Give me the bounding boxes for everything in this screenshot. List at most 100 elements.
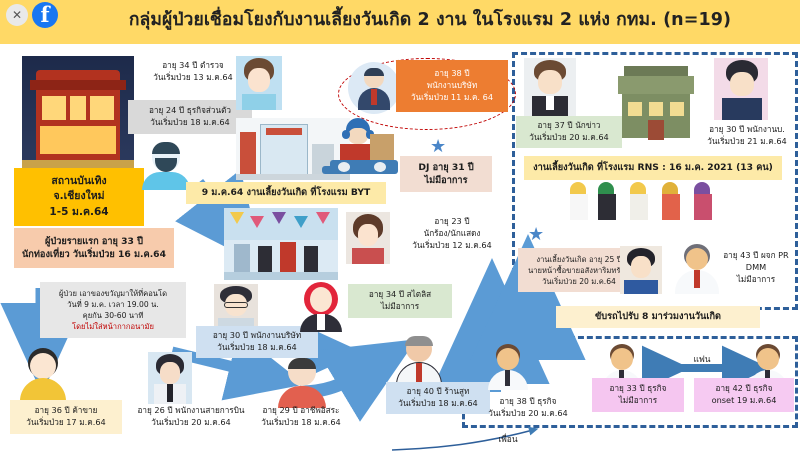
emp30-line2: วันเริ่มป่วย 18 ม.ค.64 <box>217 342 297 352</box>
avatar-emp38 <box>348 62 400 114</box>
photo-broker25 <box>620 246 662 294</box>
singer23-line1: อายุ 23 ปี <box>434 216 470 227</box>
sales36-line2: วันเริ่มป่วย 17 ม.ค.64 <box>26 417 106 427</box>
photo-boy-top <box>236 56 282 110</box>
venue-node: สถานบันเทิง จ.เชียงใหม่ 1-5 ม.ค.64 <box>14 168 144 226</box>
index-case-line2: นักท่องเที่ยว วันเริ่มป่วย 16 ม.ค.64 <box>22 249 166 260</box>
emp30-line1: อายุ 30 ปี พนักงานบริษัท <box>212 330 302 341</box>
photo-emp30 <box>214 284 258 328</box>
biz38-line1: อายุ 38 ปี ธุรกิจ <box>499 396 557 407</box>
broker25-line2: นายหน้าซื้อขายอสังหาริมทรัพย์ <box>528 265 630 275</box>
reporter37-node: อายุ 37 ปี นักข่าว วันเริ่มป่วย 20 ม.ค.6… <box>516 116 622 148</box>
dj31-line2: ไม่มีอาการ <box>424 175 468 186</box>
singer23-node: อายุ 23 ปี นักร้อง/นักแสดง วันเริ่มป่วย … <box>398 212 506 256</box>
avatar-beard-man <box>140 142 190 190</box>
condo-note-line4: โดยไม่ใส่หน้ากากอนามัย <box>71 322 155 331</box>
star-icon-dj: ★ <box>430 136 447 157</box>
partner-edge-label: แฟน <box>693 354 711 364</box>
biz42-line1: อายุ 42 ปี ธุรกิจ <box>715 383 773 394</box>
police34-line1: อายุ 34 ปี ตำรวจ <box>162 60 224 71</box>
rns-party-people-illustration <box>568 182 738 230</box>
venue-line2: จ.เชียงใหม่ <box>53 190 105 203</box>
emp30b-line2: วันเริ่มป่วย 21 ม.ค.64 <box>707 136 787 146</box>
photo-airline26 <box>148 352 192 404</box>
close-icon[interactable]: ✕ <box>6 4 28 26</box>
suit40-line1: อายุ 40 ปี ร้านสูท <box>406 386 470 397</box>
emp30-node: อายุ 30 ปี พนักงานบริษัท วันเริ่มป่วย 18… <box>196 326 318 358</box>
friend-edge-label: เพื่อน <box>498 434 518 444</box>
avatar-sales36 <box>16 348 70 402</box>
airline26-line1: อายุ 26 ปี พนักงานสายการบิน <box>137 405 245 416</box>
sales36-line1: อายุ 36 ปี ค้าขาย <box>34 405 98 416</box>
airline26-node: อายุ 26 ปี พนักงานสายการบิน วันเริ่มป่วย… <box>126 400 256 434</box>
free29-line1: อายุ 29 ปี อาชีพอิสระ <box>262 405 340 416</box>
condo-note-line1: ผู้ป่วย เอาของขวัญมาให้ที่คอนโด <box>58 289 168 298</box>
rns-party-line1: งานเลี้ยงวันเกิด ที่โรงแรม RNS : 16 ม.ค.… <box>533 162 773 174</box>
byt-party-line1: 9 ม.ค.64 งานเลี้ยงวันเกิด ที่โรงแรม BYT <box>201 187 371 199</box>
emp38-line2: พนักงานบริษัท <box>426 80 478 91</box>
biz38-node: อายุ 38 ปี ธุรกิจ วันเริ่มป่วย 20 ม.ค.64 <box>476 392 580 424</box>
free29-node: อายุ 29 ปี อาชีพอิสระ วันเริ่มป่วย 18 ม.… <box>240 400 362 434</box>
photo-emp30b <box>714 58 768 120</box>
reporter37-line2: วันเริ่มป่วย 20 ม.ค.64 <box>529 132 609 142</box>
emp30b-node: อายุ 30 ปี พนักงานบ. วันเริ่มป่วย 21 ม.ค… <box>700 120 794 152</box>
broker25-line1: งานเลี้ยงวันเกิด อายุ 25 ปี <box>536 254 622 264</box>
highlight-ellipse <box>338 58 516 130</box>
facebook-icon[interactable]: f <box>32 2 58 28</box>
biz33-line2: ไม่มีอาการ <box>618 395 658 405</box>
byt-party-node: 9 ม.ค.64 งานเลี้ยงวันเกิด ที่โรงแรม BYT <box>186 182 386 204</box>
rns-party-node: งานเลี้ยงวันเกิด ที่โรงแรม RNS : 16 ม.ค.… <box>524 156 782 180</box>
rns-hotel-illustration <box>614 60 698 142</box>
emp30b-line1: อายุ 30 ปี พนักงานบ. <box>709 124 785 135</box>
biz33-line1: อายุ 33 ปี ธุรกิจ <box>609 383 667 394</box>
dj31-line1: DJ อายุ 31 ปี <box>418 161 474 173</box>
index-case-node: ผู้ป่วยรายแรก อายุ 33 ปี นักท่องเที่ยว ว… <box>14 228 174 268</box>
page-title: กลุ่มผู้ป่วยเชื่อมโยงกับงานเลี้ยงวันเกิด… <box>128 10 732 30</box>
biz42-node: อายุ 42 ปี ธุรกิจ onset 19 ม.ค.64 <box>694 378 794 412</box>
biz33-node: อายุ 33 ปี ธุรกิจ ไม่มีอาการ <box>592 378 684 412</box>
biz42-line2: onset 19 ม.ค.64 <box>711 395 777 405</box>
entertainment-venue-image <box>22 56 134 169</box>
condo-note-line2: วันที่ 9 ม.ค. เวลา 19.00 น. <box>67 300 159 309</box>
star-icon-rns: ★ <box>528 224 545 245</box>
venue-line3: 1-5 ม.ค.64 <box>49 205 109 218</box>
avatar-biz38 <box>484 344 530 390</box>
broker25-node: งานเลี้ยงวันเกิด อายุ 25 ปี นายหน้าซื้อข… <box>518 248 640 292</box>
photo-singer23 <box>346 212 390 264</box>
stylist34-node: อายุ 34 ปี สไตลิส ไม่มีอาการ <box>348 284 452 318</box>
page-header: ✕ f กลุ่มผู้ป่วยเชื่อมโยงกับงานเลี้ยงวัน… <box>0 0 800 44</box>
police34-line2: วันเริ่มป่วย 13 ม.ค.64 <box>153 72 233 82</box>
byt-party-illustration <box>224 208 338 280</box>
biz38-line2: วันเริ่มป่วย 20 ม.ค.64 <box>488 408 568 418</box>
photo-reporter37 <box>524 58 576 120</box>
pr43-line1: อายุ 43 ปี ผจก PR <box>723 250 789 261</box>
pr43-line3: ไม่มีอาการ <box>736 273 776 284</box>
venue-line1: สถานบันเทิง <box>51 175 107 188</box>
pr43-line2: DMM <box>745 262 767 273</box>
biz24-line1: อายุ 24 ปี ธุรกิจส่วนตัว <box>149 105 231 116</box>
biz24-node: อายุ 24 ปี ธุรกิจส่วนตัว วันเริ่มป่วย 18… <box>128 100 252 134</box>
biz24-line2: วันเริ่มป่วย 18 ม.ค.64 <box>150 117 230 127</box>
broker25-line3: วันเริ่มป่วย 20 ม.ค.64 <box>542 276 616 286</box>
airline26-line2: วันเริ่มป่วย 20 ม.ค.64 <box>151 417 231 427</box>
condo-note-line3: คุยกัน 30-60 นาที <box>82 311 144 320</box>
emp38-line3: วันเริ่มป่วย 11 ม.ค. 64 <box>410 91 494 102</box>
suit40-line2: วันเริ่มป่วย 18 ม.ค.64 <box>398 398 478 408</box>
reporter37-line1: อายุ 37 ปี นักข่าว <box>537 120 601 131</box>
singer23-line3: วันเริ่มป่วย 12 ม.ค.64 <box>412 239 492 250</box>
avatar-stylist34 <box>298 282 344 332</box>
emp38-line1: อายุ 38 ปี <box>434 68 470 79</box>
emp38-node: อายุ 38 ปี พนักงานบริษัท วันเริ่มป่วย 11… <box>396 60 508 112</box>
dj-illustration <box>330 118 398 176</box>
free29-line2: วันเริ่มป่วย 18 ม.ค.64 <box>261 417 341 427</box>
pr43-node: อายุ 43 ปี ผจก PR DMM ไม่มีอาการ <box>716 246 796 290</box>
sales36-node: อายุ 36 ปี ค้าขาย วันเริ่มป่วย 17 ม.ค.64 <box>10 400 122 434</box>
suit40-node: อายุ 40 ปี ร้านสูท วันเริ่มป่วย 18 ม.ค.6… <box>386 382 490 414</box>
condo-visit-note: ผู้ป่วย เอาของขวัญมาให้ที่คอนโด วันที่ 9… <box>40 282 186 338</box>
avatar-pr43 <box>672 244 722 294</box>
drive-note-line1: ขับรถไปรับ 8 มาร่วมงานวันเกิด <box>594 311 722 323</box>
singer23-line2: นักร้อง/นักแสดง <box>423 228 481 239</box>
drive-note: ขับรถไปรับ 8 มาร่วมงานวันเกิด <box>556 306 760 328</box>
stylist34-line1: อายุ 34 ปี สไตลิส <box>368 289 432 300</box>
avatar-free29 <box>276 358 328 408</box>
